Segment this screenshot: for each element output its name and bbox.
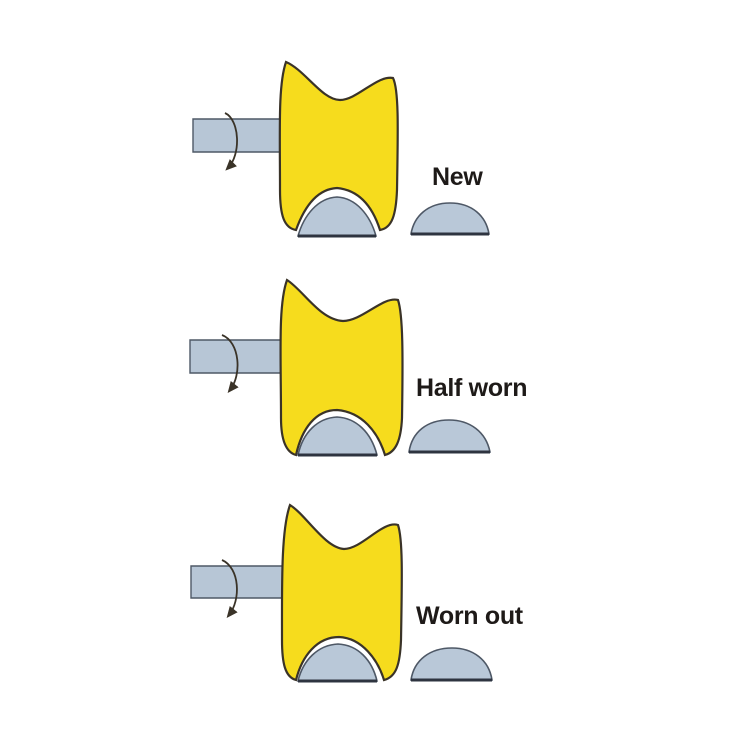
stage-label-worn-out: Worn out [416,602,523,630]
rail-under-wheel [297,416,379,456]
rail-profile [410,647,493,681]
wheel [280,503,403,682]
rotation-arrow-icon [221,559,238,618]
rotation-arrow-icon [221,334,239,393]
rail-under-wheel [296,643,379,682]
rail-profile [408,419,491,453]
stage-label-half-worn: Half worn [416,374,528,402]
stage-worn-out [190,503,493,683]
wheel [279,278,404,457]
rotation-arrow-icon [224,112,238,171]
rail-under-wheel [296,196,378,237]
stage-new [192,60,490,238]
stage-label-new: New [432,163,483,191]
rail-profile [410,202,490,235]
wheel [278,60,399,232]
stage-half-worn [189,278,491,457]
